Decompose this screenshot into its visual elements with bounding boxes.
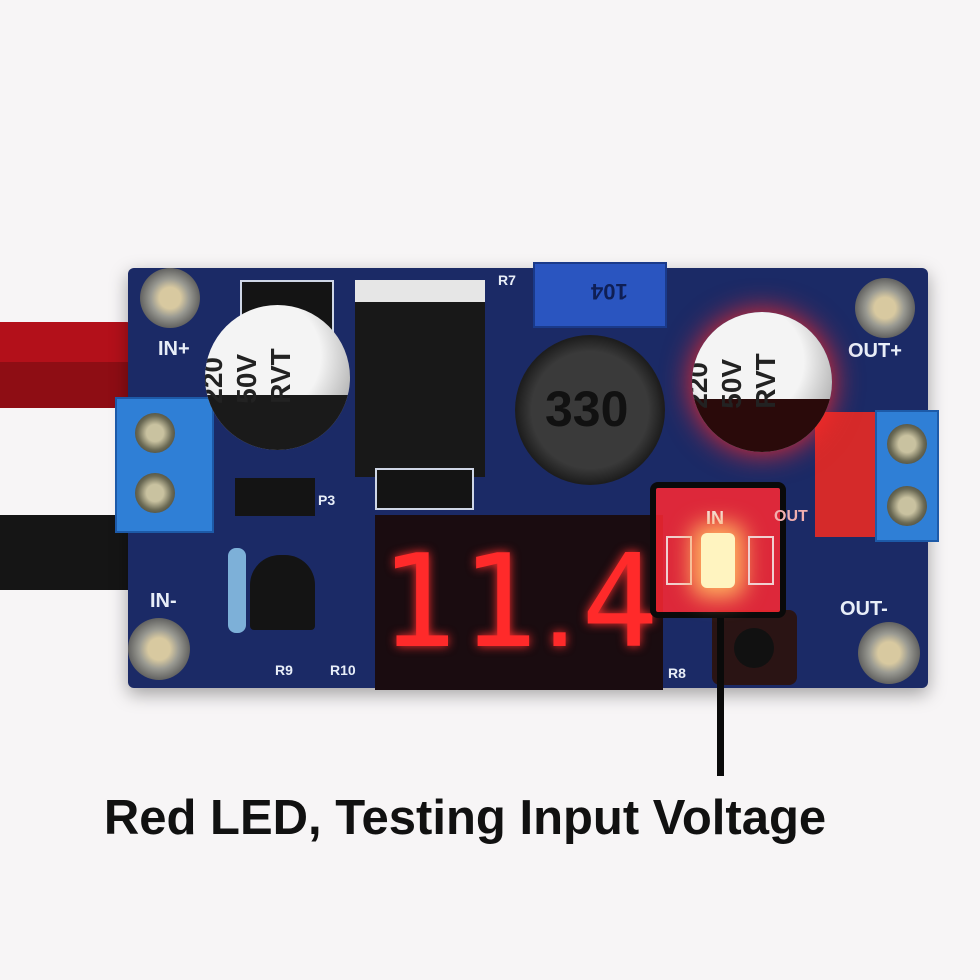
terminal-screw [887, 486, 927, 526]
red-led-lit [701, 533, 735, 588]
display-digit: 1 [379, 527, 457, 677]
label-r7: R7 [498, 272, 516, 288]
standoff-nut-bottom-left [128, 618, 190, 680]
terminal-screw [887, 424, 927, 464]
inductor-marking: 330 [545, 381, 629, 437]
inductor: 330 [515, 335, 665, 485]
cap-text: 220 [692, 362, 713, 409]
display-digit: 1 [460, 527, 538, 677]
output-terminal-block [875, 410, 939, 542]
label-out-minus: OUT- [840, 598, 888, 620]
cap-text: 220 [205, 357, 228, 404]
input-terminal-block [115, 397, 214, 533]
cap-text: 50V [230, 353, 262, 404]
button-cap [734, 628, 774, 668]
label-r9: R9 [275, 662, 293, 678]
callout-pointer-line [717, 618, 724, 776]
standoff-nut-bottom-right [858, 622, 920, 684]
display-decimal: . [541, 530, 578, 674]
standoff-nut-top-right [855, 278, 915, 338]
label-in-minus: IN- [150, 590, 177, 612]
display-digit: 4 [581, 527, 659, 677]
terminal-screw [135, 413, 175, 453]
cap-text: 50V [715, 358, 747, 409]
potentiometer-marking: 104 [591, 279, 628, 304]
regulator-ic [355, 280, 485, 477]
smd-component [375, 468, 474, 510]
label-r10: R10 [330, 662, 356, 678]
led-out-pad [748, 536, 774, 585]
annotation-caption: Red LED, Testing Input Voltage [103, 791, 827, 845]
smd-component [235, 478, 315, 516]
potentiometer: 104 [533, 262, 667, 328]
label-led-in: IN [706, 508, 724, 528]
cap-text: RVT [264, 348, 296, 404]
cap-text: RVT [749, 353, 781, 409]
led-in-pad [666, 536, 692, 585]
resistor [228, 548, 246, 633]
led-highlight-box: IN OUT [650, 482, 808, 618]
push-button [712, 610, 797, 685]
standoff-nut-top-left [140, 268, 200, 328]
input-capacitor: 220 50V RVT [205, 305, 350, 450]
label-led-out: OUT [774, 508, 808, 525]
label-in-plus: IN+ [158, 338, 190, 360]
label-out-plus: OUT+ [848, 340, 902, 362]
terminal-screw [135, 473, 175, 513]
transistor [250, 555, 315, 630]
label-p3: P3 [318, 492, 336, 508]
seven-segment-display: 1 1 . 4 [375, 515, 663, 690]
output-capacitor: 220 50V RVT [692, 312, 832, 452]
label-r8: R8 [668, 665, 686, 681]
